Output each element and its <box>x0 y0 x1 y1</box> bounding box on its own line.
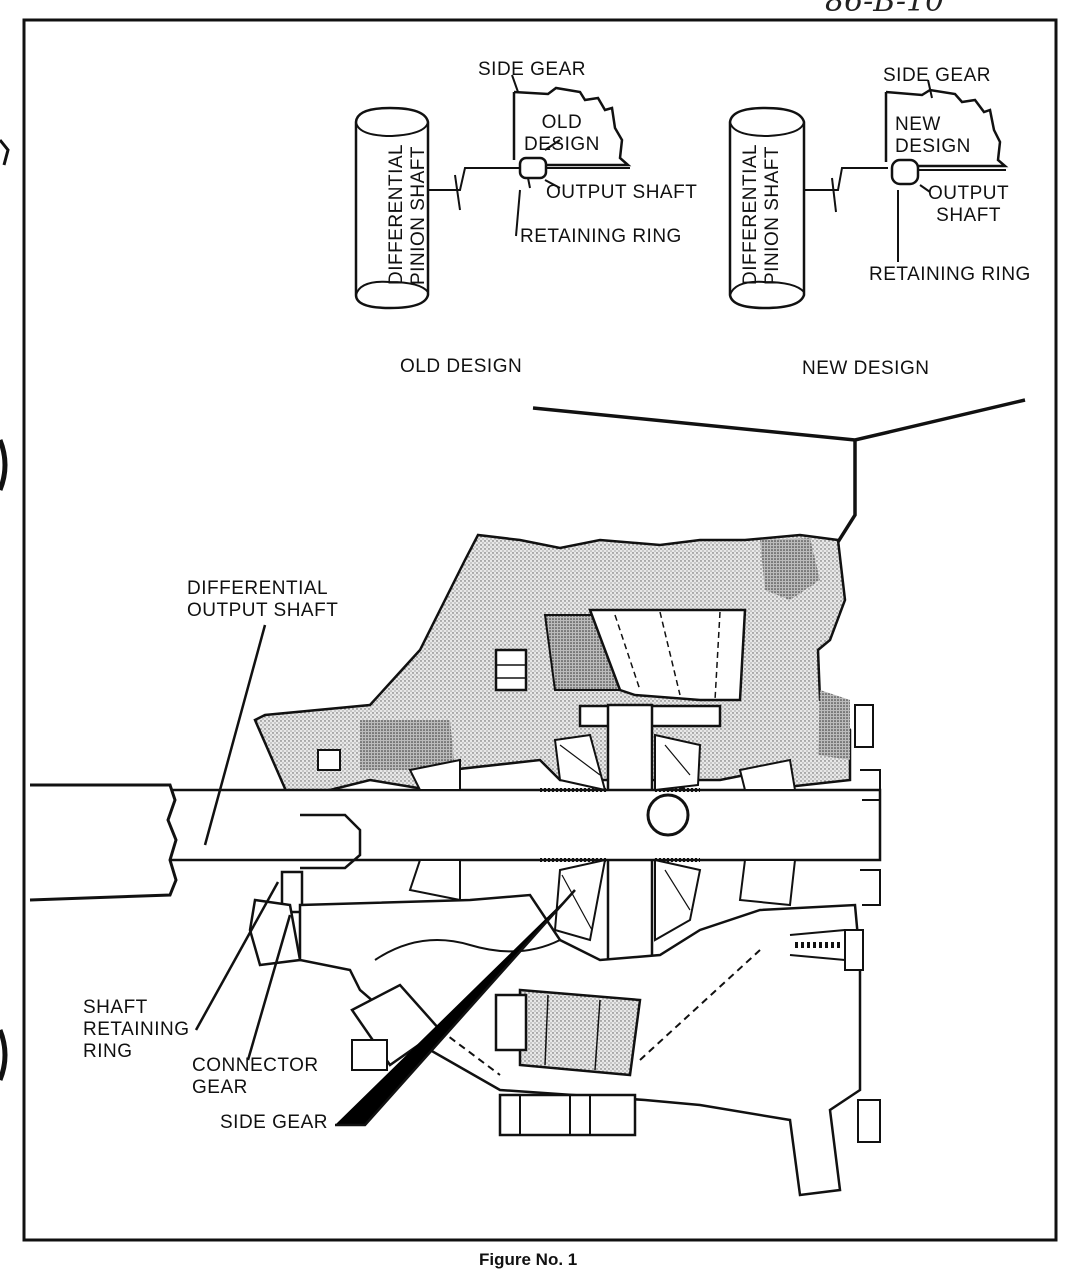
main-cross-section <box>29 533 882 1197</box>
new-design-detail-label: NEW DESIGN <box>895 114 971 157</box>
old-design-inset <box>354 74 632 310</box>
margin-mark <box>0 439 8 491</box>
new-design-inset <box>728 79 1009 310</box>
new-side-gear-label: SIDE GEAR <box>883 65 991 86</box>
old-design-section-label: OLD DESIGN <box>400 356 523 377</box>
leader-line <box>203 624 267 846</box>
new-design-section-label: NEW DESIGN <box>802 358 930 379</box>
leader-line <box>335 889 576 1127</box>
detail-circle <box>646 793 690 837</box>
margin-mark <box>0 139 10 166</box>
leader-line <box>246 914 292 1061</box>
callout-line <box>532 398 1026 442</box>
figure-caption: Figure No. 1 <box>479 1250 578 1269</box>
new-retaining-ring-label: RETAINING RING <box>869 264 1031 285</box>
figure-border <box>22 18 1058 1242</box>
old-design-detail-label: OLD DESIGN <box>524 112 600 155</box>
margin-mark <box>0 1029 8 1081</box>
connector-gear-label: CONNECTOR GEAR <box>192 1055 319 1098</box>
old-side-gear-label: SIDE GEAR <box>478 59 586 80</box>
differential-output-shaft-label: DIFFERENTIAL OUTPUT SHAFT <box>187 578 339 621</box>
new-shaft-label: DIFFERENTIAL PINION SHAFT <box>740 143 783 285</box>
new-output-shaft-label: OUTPUT SHAFT <box>928 183 1010 226</box>
old-shaft-label: DIFFERENTIAL PINION SHAFT <box>386 143 429 285</box>
old-retaining-ring-label: RETAINING RING <box>520 226 682 247</box>
old-output-shaft-label: OUTPUT SHAFT <box>546 182 698 203</box>
document-id: 86-B-10 <box>825 0 945 19</box>
shaft-retaining-ring-label: SHAFT RETAINING RING <box>83 997 190 1062</box>
side-gear-label: SIDE GEAR <box>220 1112 328 1133</box>
leader-line <box>194 881 280 1031</box>
